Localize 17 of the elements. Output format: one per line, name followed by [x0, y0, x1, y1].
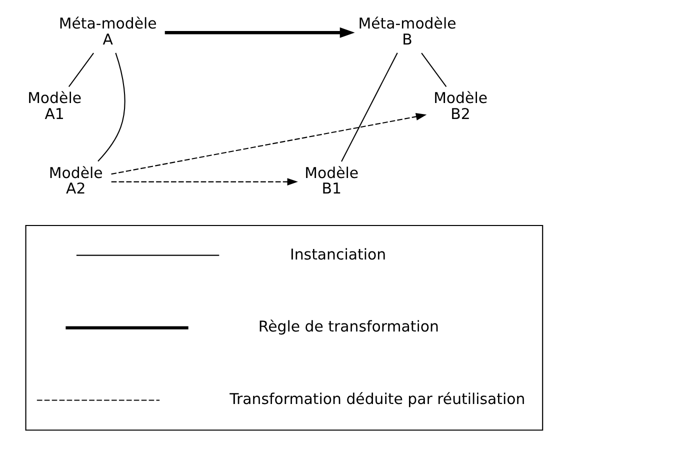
legend-label: Instanciation [289, 245, 386, 264]
node-text: Modèle A1 [27, 89, 82, 124]
node-box [24, 224, 543, 431]
node-text: Méta-modèle A [58, 14, 156, 49]
connector [340, 52, 398, 162]
arrow [110, 178, 298, 186]
connector [97, 52, 125, 162]
node-text: Modèle A2 [48, 164, 102, 198]
arrow [164, 27, 354, 38]
connector [420, 52, 446, 87]
node-text: Méta-modèle B [358, 14, 456, 49]
connector [68, 52, 94, 87]
node-text: Modèle B1 [304, 164, 358, 198]
node-text: Modèle B2 [433, 89, 488, 124]
arrow [110, 112, 426, 175]
legend-label: Règle de transformation [258, 318, 438, 336]
legend-label: Transformation déduite par réutilisation [229, 390, 525, 408]
